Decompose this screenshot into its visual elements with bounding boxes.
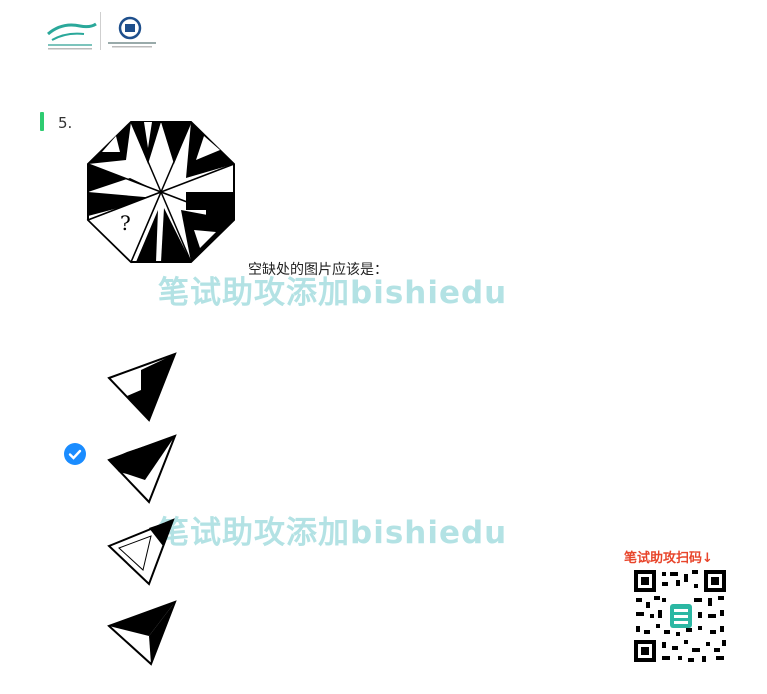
option-c[interactable] <box>105 516 185 588</box>
watermark-middle: 笔试助攻添加bishiedu <box>158 515 508 551</box>
option-b[interactable] <box>105 432 185 504</box>
header-logos <box>44 12 174 52</box>
watermark-top: 笔试助攻添加bishiedu <box>158 275 508 311</box>
circle-emblem-logo <box>108 16 156 48</box>
green-wave-logo <box>47 22 97 50</box>
option-a[interactable] <box>105 350 185 422</box>
option-d[interactable] <box>105 598 185 670</box>
question-prompt: 空缺处的图片应该是： <box>248 262 388 278</box>
missing-piece-mark: ? <box>120 211 131 235</box>
puzzle-figure: ? <box>86 121 235 264</box>
question-accent-bar <box>40 112 44 131</box>
qr-code[interactable] <box>632 568 728 664</box>
selected-check-icon[interactable] <box>64 443 86 465</box>
logo-divider <box>100 12 101 50</box>
check-icon <box>68 449 82 460</box>
question-number: 5. <box>58 114 73 132</box>
qr-label: 笔试助攻扫码↓ <box>624 551 713 566</box>
